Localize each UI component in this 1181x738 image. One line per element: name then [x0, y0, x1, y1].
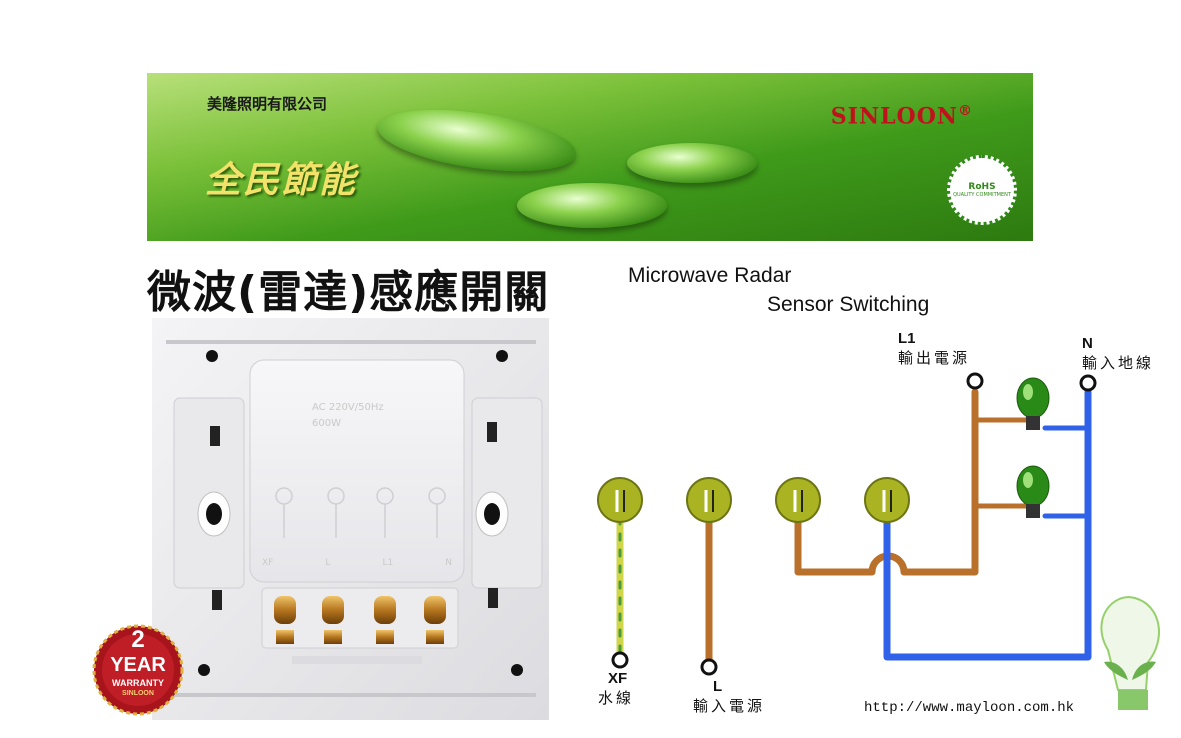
header-banner: 美隆照明有限公司 全民節能 SINLOON® RoHS QUALITY COMM… [147, 73, 1033, 241]
eco-bulb-icon [1100, 596, 1160, 710]
title-english-line1: Microwave Radar [628, 264, 792, 287]
company-name: 美隆照明有限公司 [207, 95, 328, 113]
terminal-screws [274, 596, 446, 644]
n-label: N 輸入地線 [1082, 335, 1154, 373]
l1-terminal-ring [966, 372, 984, 390]
xf-terminal-ring [611, 651, 629, 669]
website-url: http://www.mayloon.com.hk [864, 700, 1075, 716]
l-description: 輸入電源 [693, 697, 766, 715]
warranty-brand: SINLOON [122, 690, 154, 697]
warranty-badge: 2 YEAR WARRANTY SINLOON [92, 624, 184, 716]
water-drop-decoration [627, 143, 757, 183]
water-drop-decoration [517, 183, 667, 228]
brand-logo: SINLOON® [831, 103, 973, 129]
n-terminal-ring [1079, 374, 1097, 392]
faceplate-print: AC 220V/50Hz 600W [262, 372, 452, 432]
neutral-wire [883, 388, 1092, 661]
slogan: 全民節能 [205, 159, 358, 201]
l1-code: L1 [898, 330, 916, 347]
lightbulb-icon [1016, 465, 1050, 518]
l1-label: L1 輸出電源 [898, 330, 970, 368]
terminal-label: L1 [382, 558, 394, 568]
terminal-label: XF [262, 558, 274, 568]
brand-name: SINLOON [830, 103, 958, 130]
title-english-line2: Sensor Switching [767, 293, 930, 316]
terminal-label-row: XF L L1 N [262, 558, 452, 568]
n-code: N [1082, 335, 1093, 352]
badge-subtitle: QUALITY COMMITMENT [953, 192, 1011, 198]
terminal-label: L [325, 558, 331, 568]
l1-description: 輸出電源 [898, 349, 971, 367]
warranty-word: WARRANTY [112, 678, 164, 688]
badge-title: RoHS [968, 182, 996, 192]
xf-code: XF [608, 670, 628, 687]
warranty-year: YEAR [110, 654, 166, 676]
title-chinese: 微波(雷達)感應開關 [147, 267, 550, 318]
xf-description: 水線 [598, 689, 635, 707]
registered-mark: ® [958, 103, 973, 119]
product-photo [152, 318, 549, 720]
xf-label: XF 水線 [598, 670, 634, 708]
lightbulb-icon [1016, 377, 1050, 430]
terminal-label: N [445, 558, 452, 568]
faceplate-line: 600W [312, 418, 341, 429]
l-label: L 輸入電源 [693, 678, 765, 716]
sensor-module-cover [249, 359, 465, 583]
warranty-number: 2 [131, 626, 145, 653]
faceplate-line: AC 220V/50Hz [312, 402, 384, 413]
terminal-icons [597, 477, 910, 523]
l-code: L [713, 678, 723, 695]
rohs-badge-icon: RoHS QUALITY COMMITMENT [947, 155, 1017, 225]
n-description: 輸入地線 [1082, 354, 1155, 372]
l-terminal-ring [700, 658, 718, 676]
